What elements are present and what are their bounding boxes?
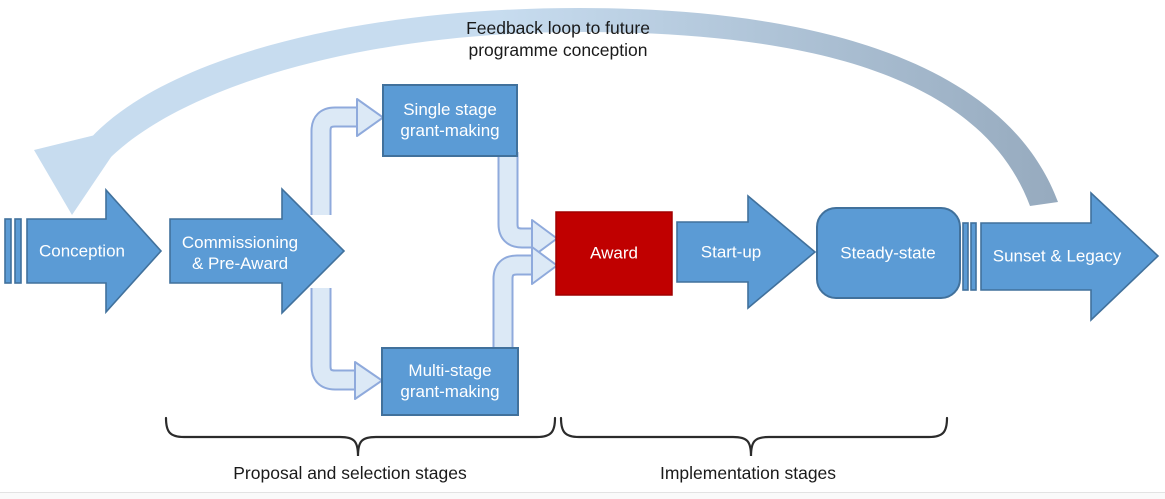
- feedback-loop-arc: [82, 8, 1058, 206]
- connector-to-multi-stage-fill: [312, 288, 356, 389]
- award-label: Award: [590, 243, 638, 263]
- steady-state-box: [816, 207, 961, 299]
- connector-single-to-award-fill: [499, 152, 534, 247]
- multi-stage-label-line2: grant-making: [400, 382, 500, 401]
- connector-multi-to-award-arrowhead-icon: [531, 246, 558, 285]
- conception-arrow-shape: [26, 187, 163, 315]
- steady-state-label: Steady-state: [840, 243, 936, 263]
- sunset-legacy-label: Sunset & Legacy: [992, 246, 1122, 266]
- single-stage-label-line1: Single stage: [403, 100, 497, 119]
- proposal-stages-brace: [164, 416, 557, 457]
- feedback-loop-label-line2: programme conception: [468, 40, 648, 60]
- multi-stage-box: [381, 347, 519, 416]
- commissioning-label: Commissioning & Pre-Award: [182, 232, 298, 274]
- page-bottom-strip: [0, 493, 1165, 499]
- page-bottom-rule: [0, 492, 1165, 493]
- proposal-stages-label: Proposal and selection stages: [233, 463, 467, 483]
- connector-single-to-award-arrowhead-icon: [531, 219, 558, 258]
- conception-stripe-2: [14, 218, 22, 284]
- connector-to-single-stage-arrowhead-icon: [356, 98, 384, 137]
- multi-stage-label-line1: Multi-stage: [408, 361, 492, 380]
- conception-label: Conception: [38, 241, 126, 261]
- sunset-stripe-2: [970, 222, 977, 291]
- commissioning-label-line2: & Pre-Award: [191, 254, 289, 273]
- startup-arrow-shape: [676, 194, 817, 310]
- sunset-arrow-shape: [980, 191, 1160, 322]
- implementation-stages-label: Implementation stages: [659, 463, 837, 483]
- award-box: [555, 211, 673, 296]
- connector-multi-to-award-fill: [494, 256, 534, 352]
- commissioning-arrow-shape: [169, 187, 346, 315]
- connector-to-multi-stage-arrowhead-icon: [354, 361, 383, 400]
- startup-label: Start-up: [700, 242, 762, 262]
- single-stage-box: [382, 84, 518, 157]
- connector-to-single-stage-fill: [312, 108, 358, 215]
- sunset-stripe-1: [962, 222, 969, 291]
- feedback-arrowhead-icon: [34, 126, 132, 215]
- multi-stage-label: Multi-stage grant-making: [400, 360, 499, 402]
- feedback-loop-label-line1: Feedback loop to future: [466, 18, 650, 38]
- feedback-loop-label: Feedback loop to future programme concep…: [466, 17, 650, 61]
- commissioning-label-line1: Commissioning: [181, 233, 299, 252]
- conception-stripe-1: [4, 218, 12, 284]
- implementation-stages-brace: [559, 416, 949, 457]
- single-stage-label: Single stage grant-making: [400, 99, 499, 141]
- single-stage-label-line2: grant-making: [400, 121, 500, 140]
